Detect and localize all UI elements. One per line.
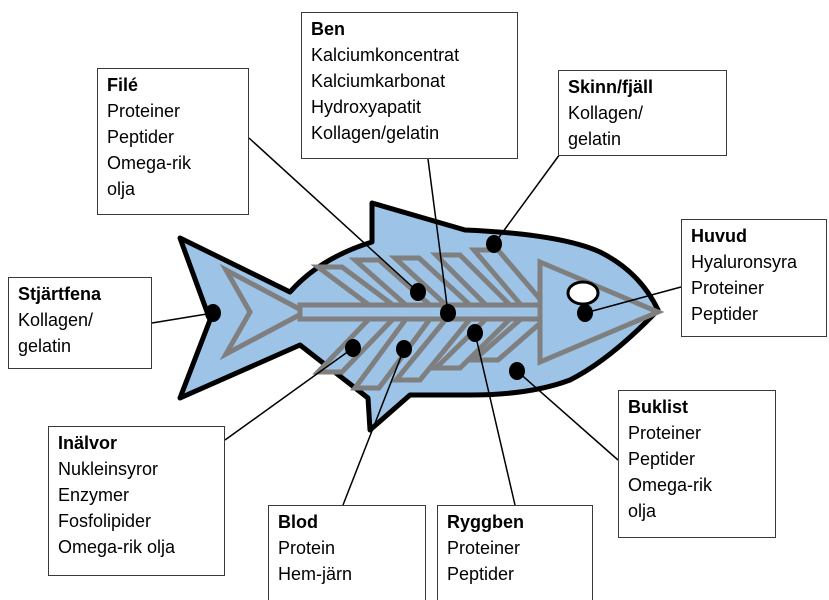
label-item: Proteiner xyxy=(628,420,767,446)
label-title: Skinn/fjäll xyxy=(568,74,718,100)
label-item: Fosfolipider xyxy=(58,508,216,534)
label-item: Proteiner xyxy=(691,275,818,301)
label-item: Proteiner xyxy=(447,535,584,561)
label-ben: Ben Kalciumkoncentrat Kalciumkarbonat Hy… xyxy=(301,12,518,159)
label-item: Peptider xyxy=(107,124,240,150)
label-buklist: Buklist Proteiner Peptider Omega-rik olj… xyxy=(618,390,776,538)
label-item: olja xyxy=(107,176,240,202)
label-item: Kollagen/ xyxy=(568,100,718,126)
label-title: Inälvor xyxy=(58,430,216,456)
label-stjartfena: Stjärtfena Kollagen/ gelatin xyxy=(8,277,152,369)
label-item: gelatin xyxy=(568,126,718,152)
marker-dot-inalvor xyxy=(345,339,361,357)
label-item: Kollagen/gelatin xyxy=(311,120,509,146)
marker-dot-huvud xyxy=(577,304,593,322)
label-title: Huvud xyxy=(691,223,818,249)
label-item: Omega-rik xyxy=(628,472,767,498)
leader-line xyxy=(494,154,560,244)
label-item: Proteiner xyxy=(107,98,240,124)
label-file: Filé Proteiner Peptider Omega-rik olja xyxy=(97,68,249,215)
fish-eye xyxy=(568,282,598,304)
label-item: Protein xyxy=(278,535,417,561)
label-huvud: Huvud Hyaluronsyra Proteiner Peptider xyxy=(681,219,827,337)
label-skinn-fjall: Skinn/fjäll Kollagen/ gelatin xyxy=(558,70,727,156)
label-title: Buklist xyxy=(628,394,767,420)
label-item: Kalciumkoncentrat xyxy=(311,42,509,68)
label-item: Peptider xyxy=(447,561,584,587)
label-item: Hydroxyapatit xyxy=(311,94,509,120)
marker-dot-ben xyxy=(440,304,456,322)
label-blod: Blod Protein Hem-järn xyxy=(268,505,426,600)
label-item: Kollagen/ xyxy=(18,307,143,333)
label-item: Hem-järn xyxy=(278,561,417,587)
marker-dot-stjartfena xyxy=(205,304,221,322)
marker-dot-ryggben xyxy=(467,324,483,342)
marker-dot-blod xyxy=(396,340,412,358)
label-item: Enzymer xyxy=(58,482,216,508)
label-item: Hyaluronsyra xyxy=(691,249,818,275)
label-title: Filé xyxy=(107,72,240,98)
label-title: Ben xyxy=(311,16,509,42)
label-item: olja xyxy=(628,498,767,524)
label-title: Ryggben xyxy=(447,509,584,535)
label-item: Nukleinsyror xyxy=(58,456,216,482)
label-title: Blod xyxy=(278,509,417,535)
label-item: Peptider xyxy=(691,301,818,327)
label-item: Omega-rik xyxy=(107,150,240,176)
label-item: Kalciumkarbonat xyxy=(311,68,509,94)
marker-dot-file xyxy=(410,283,426,301)
label-item: Omega-rik olja xyxy=(58,534,216,560)
leader-line xyxy=(517,371,618,460)
marker-dot-buklist xyxy=(509,362,525,380)
marker-dot-skinn xyxy=(486,235,502,253)
label-item: Peptider xyxy=(628,446,767,472)
label-title: Stjärtfena xyxy=(18,281,143,307)
leader-line xyxy=(152,313,213,323)
label-ryggben: Ryggben Proteiner Peptider xyxy=(437,505,593,600)
label-item: gelatin xyxy=(18,333,143,359)
label-inalvor: Inälvor Nukleinsyror Enzymer Fosfolipide… xyxy=(48,426,225,576)
